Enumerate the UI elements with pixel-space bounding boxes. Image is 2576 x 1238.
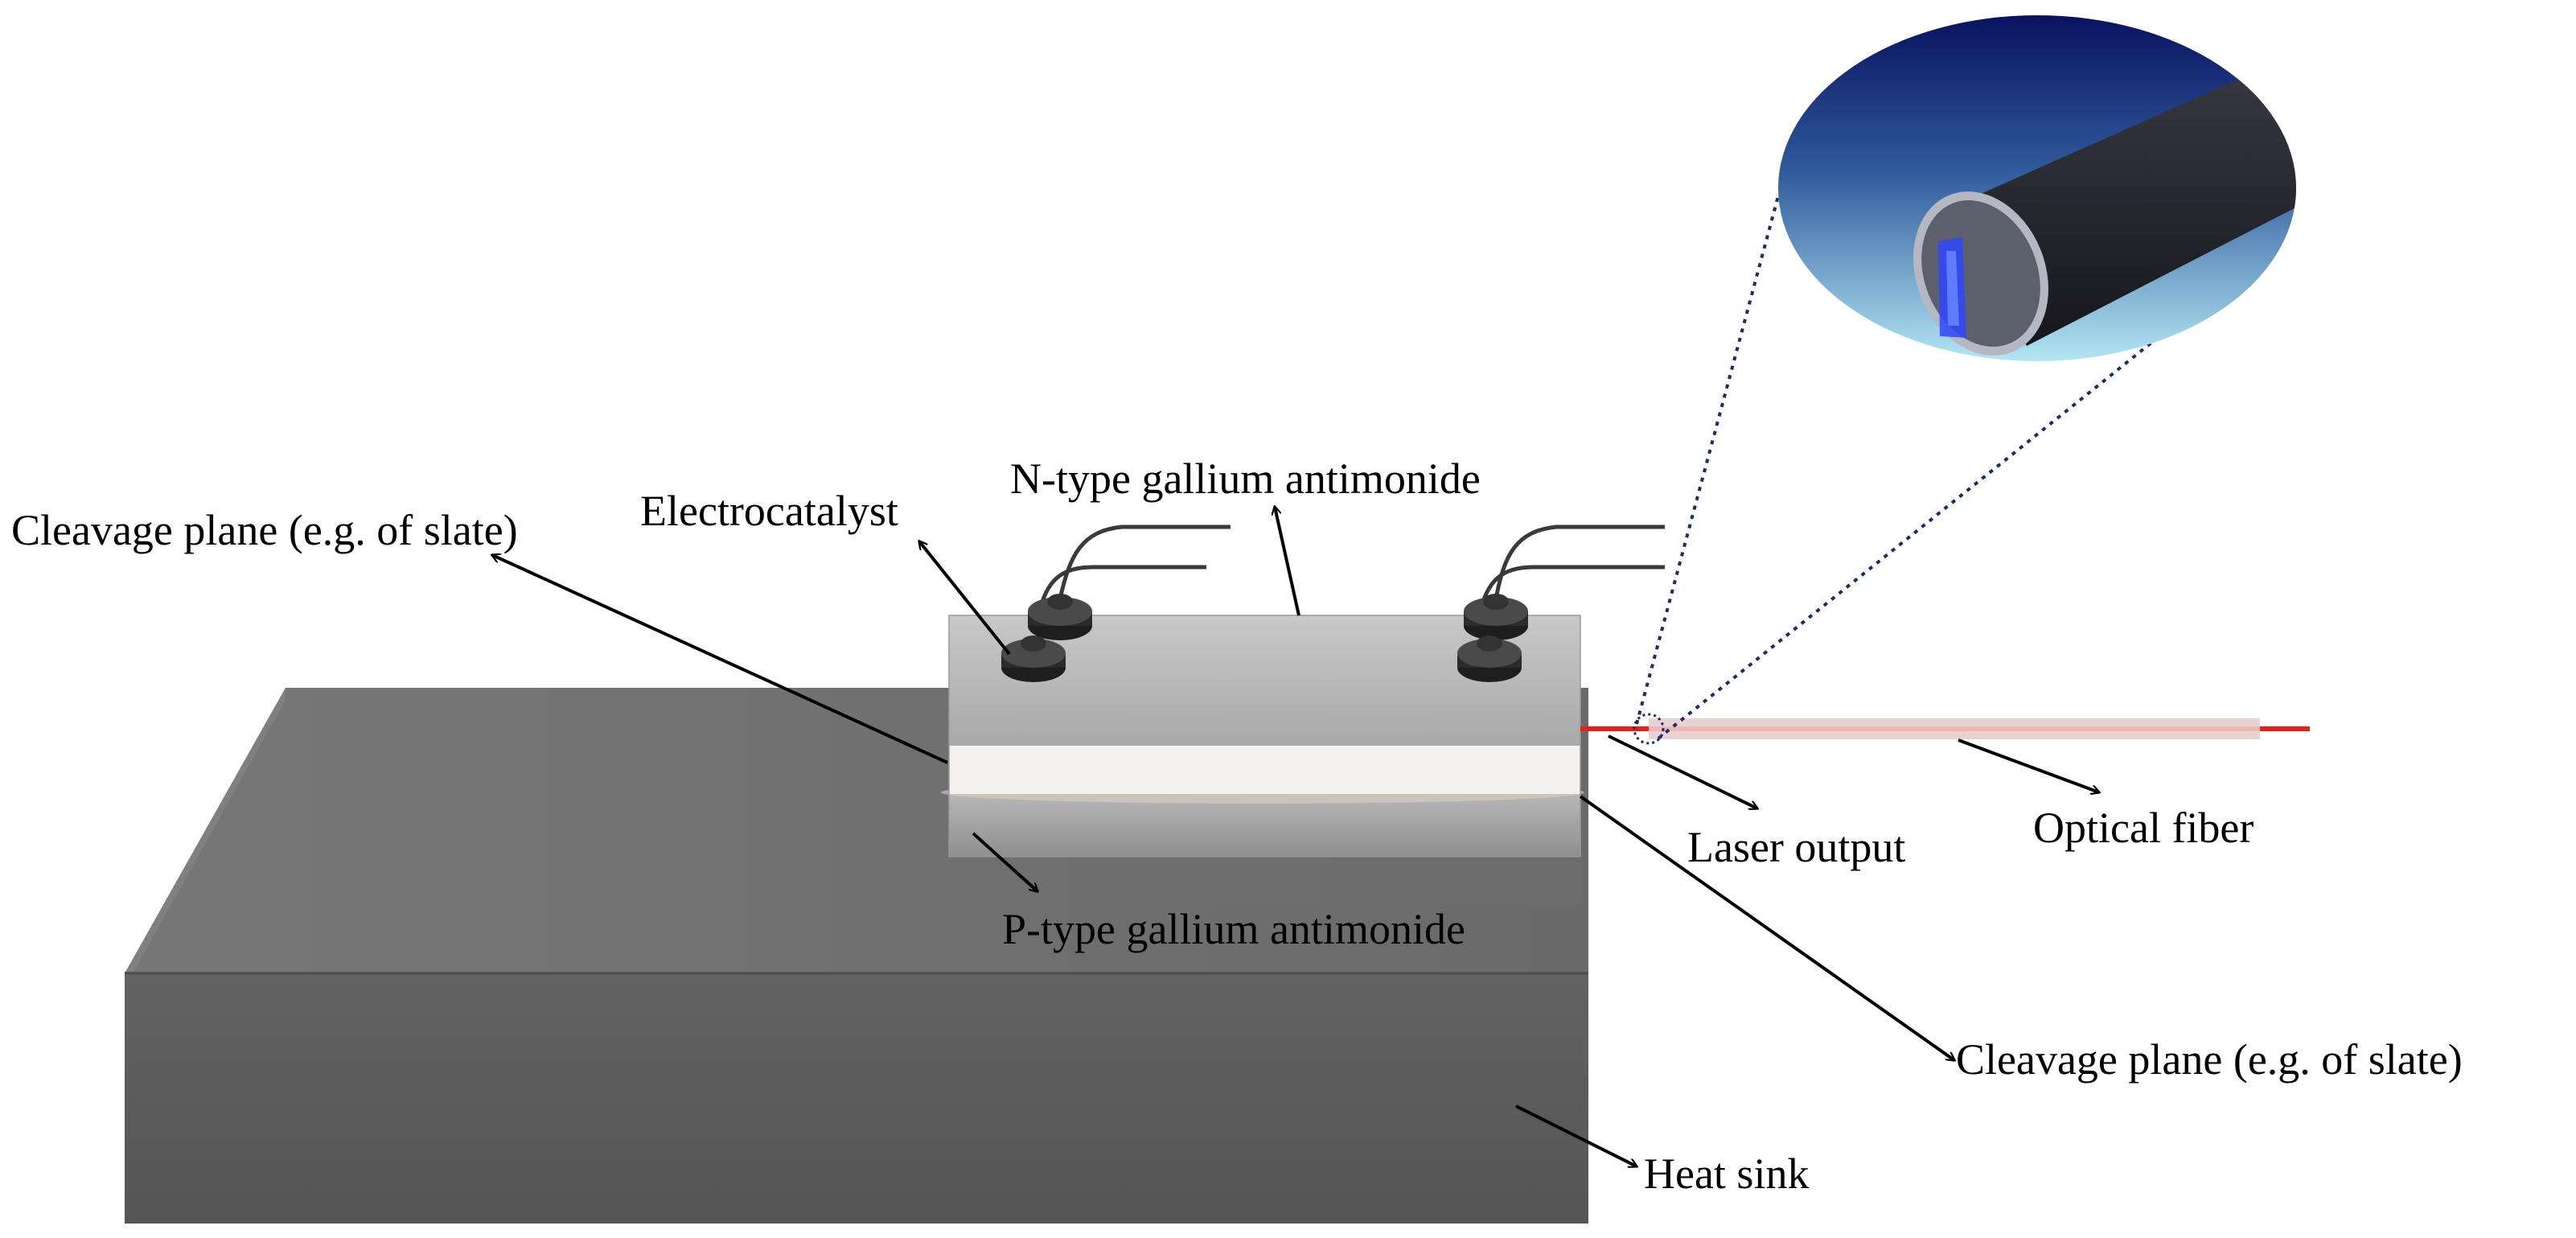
label-cleavage-plane-right: Cleavage plane (e.g. of slate) [1956, 1035, 2463, 1084]
heat-sink-front [125, 972, 1588, 1224]
arrow-heat-sink [1515, 1104, 1637, 1166]
label-heat-sink: Heat sink [1644, 1150, 1810, 1198]
wire [1058, 524, 1230, 600]
label-n-type: N-type gallium antimonide [1010, 454, 1481, 503]
junction-layer [949, 744, 1580, 794]
zoom-lines [1635, 192, 2189, 740]
arrow-n-type [1275, 507, 1300, 616]
arrow-cleavage-left [492, 555, 948, 764]
label-laser-output: Laser output [1687, 823, 1906, 871]
fiber-inset [1778, 15, 2296, 361]
arrow-cleavage-right [1579, 795, 1954, 1060]
wire [1493, 524, 1665, 600]
arrow-laser-output [1608, 734, 1757, 808]
label-cleavage-plane-left: Cleavage plane (e.g. of slate) [11, 506, 518, 554]
electrocatalyst-pad [1028, 594, 1092, 640]
arrow-p-type [972, 832, 1037, 891]
callout-arrows [492, 507, 2099, 1166]
heat-sink-side [125, 688, 286, 973]
label-optical-fiber: Optical fiber [2033, 804, 2254, 852]
electrodes [1001, 524, 1665, 682]
label-p-type: P-type gallium antimonide [1002, 905, 1465, 953]
electrocatalyst-pad [1457, 635, 1522, 682]
arrow-electrocatalyst [919, 541, 1011, 656]
laser-beam [1580, 713, 2310, 745]
electrocatalyst-pad [1464, 594, 1528, 640]
laser-chip [941, 615, 1584, 905]
electrocatalyst-pad [1001, 635, 1066, 682]
zoom-origin [1633, 713, 1665, 745]
label-electrocatalyst: Electrocatalyst [640, 487, 898, 535]
arrow-optical-fiber [1958, 738, 2099, 792]
